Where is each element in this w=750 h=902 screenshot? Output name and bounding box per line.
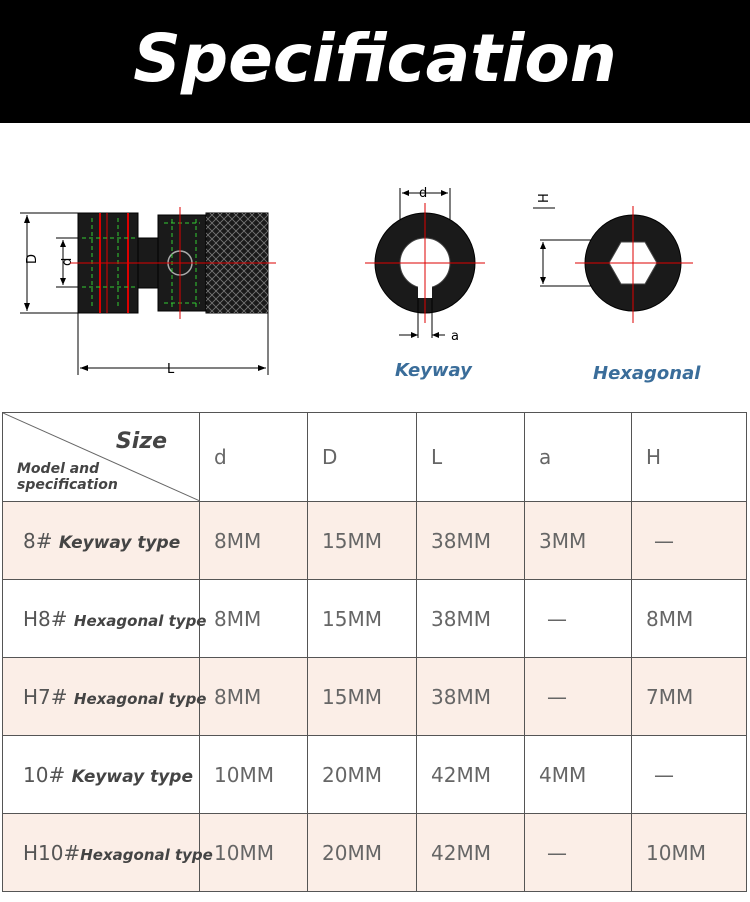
cell-H: — xyxy=(631,501,747,580)
technical-drawings: D d L xyxy=(0,123,750,413)
side-view-drawing: D d L xyxy=(20,207,276,377)
cell-L: 38MM xyxy=(416,657,525,736)
table-row: H7# Hexagonal type 8MM 15MM 38MM — 7MM xyxy=(2,657,747,736)
table-header-row: Size Model and specification d D L a H xyxy=(2,412,747,502)
model-code: 10# xyxy=(23,762,66,787)
cell-D: 20MM xyxy=(307,735,417,814)
cell-L: 42MM xyxy=(416,735,525,814)
cell-a: 3MM xyxy=(524,501,632,580)
table-row: H8# Hexagonal type 8MM 15MM 38MM — 8MM xyxy=(2,579,747,658)
model-type: Keyway type xyxy=(71,766,193,787)
cell-d: 8MM xyxy=(199,657,308,736)
model-cell: H10#Hexagonal type xyxy=(2,813,213,892)
hexagonal-caption: Hexagonal xyxy=(593,363,701,384)
table-row: H10#Hexagonal type 10MM 20MM 42MM — 10MM xyxy=(2,813,747,892)
page-title: Specification xyxy=(133,20,617,97)
cell-a: — xyxy=(524,657,632,736)
cell-D: 15MM xyxy=(307,579,417,658)
column-header-a: a xyxy=(524,412,632,502)
model-type: Hexagonal type xyxy=(73,611,207,630)
cell-d: 10MM xyxy=(199,735,308,814)
corner-model-label: Model and specification xyxy=(17,461,118,493)
keyway-caption: Keyway xyxy=(395,360,472,381)
model-code: H7# xyxy=(23,684,68,709)
cell-D: 15MM xyxy=(307,501,417,580)
column-header-d: d xyxy=(199,412,308,502)
cell-L: 42MM xyxy=(416,813,525,892)
cell-d: 10MM xyxy=(199,813,308,892)
model-code: H10# xyxy=(23,840,81,865)
model-type: Hexagonal type xyxy=(80,845,213,864)
cell-H: 10MM xyxy=(631,813,747,892)
cell-a: — xyxy=(524,579,632,658)
label-L: L xyxy=(167,362,175,377)
hex-label-H: H xyxy=(537,193,552,203)
model-code: H8# xyxy=(23,606,68,631)
corner-header: Size Model and specification xyxy=(2,412,200,502)
corner-model-line1: Model and xyxy=(17,461,100,477)
model-cell: H7# Hexagonal type xyxy=(2,657,206,736)
keyway-label-a: a xyxy=(451,329,459,344)
header-banner: Specification xyxy=(0,0,750,123)
cell-L: 38MM xyxy=(416,579,525,658)
specification-table: Size Model and specification d D L a H 8… xyxy=(2,412,747,892)
keyway-drawing: d a xyxy=(365,186,485,344)
corner-size-label: Size xyxy=(115,429,167,454)
model-type: Keyway type xyxy=(58,532,181,553)
label-D: D xyxy=(25,254,40,264)
cell-a: 4MM xyxy=(524,735,632,814)
keyway-label-d: d xyxy=(419,186,427,201)
column-header-H: H xyxy=(631,412,747,502)
model-cell: H8# Hexagonal type xyxy=(2,579,206,658)
hexagonal-drawing: H xyxy=(533,193,693,323)
cell-H: 7MM xyxy=(631,657,747,736)
model-cell: 8# Keyway type xyxy=(2,501,200,580)
table-row: 10# Keyway type 10MM 20MM 42MM 4MM — xyxy=(2,735,747,814)
table-row: 8# Keyway type 8MM 15MM 38MM 3MM — xyxy=(2,501,747,580)
label-d-side: d xyxy=(60,258,75,266)
cell-d: 8MM xyxy=(199,501,308,580)
cell-H: 8MM xyxy=(631,579,747,658)
cell-d: 8MM xyxy=(199,579,308,658)
column-header-D: D xyxy=(307,412,417,502)
cell-D: 20MM xyxy=(307,813,417,892)
cell-L: 38MM xyxy=(416,501,525,580)
model-code: 8# xyxy=(23,528,53,553)
column-header-L: L xyxy=(416,412,525,502)
model-type: Hexagonal type xyxy=(73,689,207,708)
cell-D: 15MM xyxy=(307,657,417,736)
cell-H: — xyxy=(631,735,747,814)
corner-model-line2: specification xyxy=(17,477,118,493)
model-cell: 10# Keyway type xyxy=(2,735,200,814)
cell-a: — xyxy=(524,813,632,892)
